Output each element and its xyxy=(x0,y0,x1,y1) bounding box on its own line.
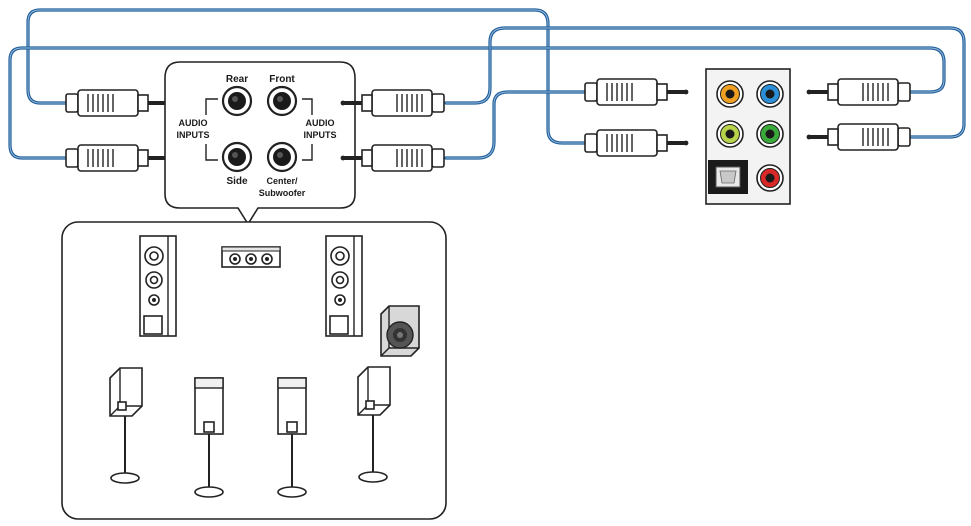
left-plugs xyxy=(64,88,172,173)
panel-callout xyxy=(164,61,356,226)
subwoofer-icon xyxy=(380,305,420,357)
jack-orange-icon[interactable] xyxy=(716,80,744,108)
jack-lime-icon[interactable] xyxy=(716,120,744,148)
label-rear: Rear xyxy=(226,74,248,85)
rca-plug-icon[interactable] xyxy=(64,88,172,118)
audio-jack-icon[interactable] xyxy=(221,85,253,117)
audio-jack-icon[interactable] xyxy=(221,141,253,173)
cables xyxy=(8,8,966,160)
rear-io-section xyxy=(583,68,910,205)
audio-panel: Rear Front Side Center/ Subwoofer AUDIO … xyxy=(164,61,356,226)
audio-jack-icon[interactable] xyxy=(266,85,298,117)
label-center-2: Subwoofer xyxy=(259,188,306,198)
center-speaker-icon xyxy=(221,246,281,268)
label-center-1: Center/ xyxy=(266,176,298,186)
rca-plug-icon[interactable] xyxy=(341,90,444,116)
panel-right-plugs xyxy=(341,90,444,171)
label-audio-inputs-right-1: AUDIO xyxy=(306,118,335,128)
jack-red-icon[interactable] xyxy=(756,164,784,192)
rca-plug-icon[interactable] xyxy=(341,145,444,171)
floor-speaker-icon xyxy=(139,235,177,337)
bracket-right xyxy=(302,98,313,161)
label-front: Front xyxy=(269,74,295,85)
rca-plug-icon[interactable] xyxy=(807,79,910,105)
rca-plug-icon[interactable] xyxy=(807,124,910,150)
rca-plug-icon[interactable] xyxy=(583,128,691,158)
bracket-left xyxy=(205,98,218,161)
label-audio-inputs-left-2: INPUTS xyxy=(176,130,209,140)
floor-speaker-icon xyxy=(325,235,363,337)
optical-port-icon[interactable] xyxy=(708,160,748,194)
jack-blue-icon[interactable] xyxy=(756,80,784,108)
label-audio-inputs-right-2: INPUTS xyxy=(303,130,336,140)
label-audio-inputs-left-1: AUDIO xyxy=(179,118,208,128)
jack-green-icon[interactable] xyxy=(756,120,784,148)
audio-jack-icon[interactable] xyxy=(266,141,298,173)
label-side: Side xyxy=(226,176,248,187)
rca-plug-icon[interactable] xyxy=(583,77,691,107)
rca-plug-icon[interactable] xyxy=(64,143,172,173)
speaker-layout xyxy=(61,221,447,520)
